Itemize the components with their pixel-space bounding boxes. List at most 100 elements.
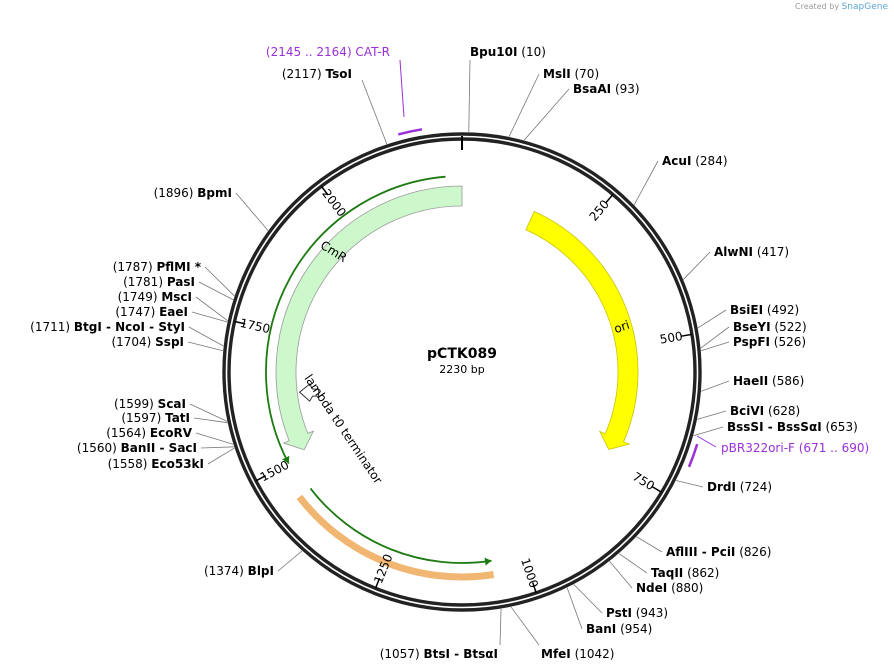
site-position: (1057)	[380, 647, 424, 661]
site-blpi[interactable]: (1374) BlpI	[204, 550, 303, 578]
site-leader	[361, 79, 388, 145]
credit-prefix: Created by	[795, 2, 840, 11]
feature-label-lambda-t0-terminator: lambda t0 terminator	[302, 372, 386, 487]
feature-ori[interactable]	[525, 210, 639, 451]
site-pflmi-[interactable]: (1787) PflMI *	[113, 260, 235, 297]
site-position: (880)	[667, 581, 703, 595]
site-taqii[interactable]: TaqII (862)	[618, 553, 719, 580]
site-eco53ki[interactable]: (1558) Eco53kI	[108, 447, 235, 471]
site-name: AcuI	[662, 154, 691, 168]
site-label: BsiEI (492)	[730, 303, 799, 317]
site-tati[interactable]: (1597) TatI	[121, 411, 228, 425]
site-label: (1781) PasI	[123, 275, 195, 289]
site-pspfi[interactable]: PspFI (526)	[700, 335, 806, 352]
site-name: PspFI	[733, 335, 770, 349]
site-label: BciVI (628)	[730, 404, 800, 418]
site-label: (1599) ScaI	[114, 397, 186, 411]
plasmid-name: pCTK089	[427, 346, 497, 362]
site-haeii[interactable]: HaeII (586)	[701, 374, 804, 392]
site-label: TaqII (862)	[651, 566, 719, 580]
site-position: (724)	[736, 480, 772, 494]
orf-1[interactable]	[265, 175, 446, 465]
site-name: Bpu10I	[470, 45, 517, 59]
site-bsiei[interactable]: BsiEI (492)	[697, 303, 799, 329]
site-btsi-bts-i[interactable]: (1057) BtsI - BtsαI	[380, 608, 502, 661]
site-bpu10i[interactable]: Bpu10I (10)	[468, 45, 546, 133]
tick-250	[605, 193, 614, 204]
site-ecorv[interactable]: (1564) EcoRV	[106, 426, 234, 445]
site-name: BseYI	[733, 320, 771, 334]
site-name: AflIII - PciI	[666, 545, 735, 559]
site-drdi[interactable]: DrdI (724)	[675, 480, 772, 494]
snapgene-logo: SnapGene	[841, 2, 888, 12]
site-bcivi[interactable]: BciVI (628)	[697, 404, 800, 420]
site-name: BpmI	[197, 186, 232, 200]
site-banii-saci[interactable]: (1560) BanII - SacI	[77, 441, 234, 455]
orf-arrowhead-0	[484, 557, 492, 566]
primer-pbr322ori-f[interactable]: pBR322ori-F (671 .. 690)	[687, 435, 869, 468]
site-pasi[interactable]: (1781) PasI	[123, 275, 234, 301]
site-name: Eco53kI	[151, 457, 204, 471]
site-msli[interactable]: MslI (70)	[508, 67, 599, 137]
site-eaei[interactable]: (1747) EaeI	[115, 305, 228, 323]
primer-cat-r[interactable]: (2145 .. 2164) CAT-R	[266, 45, 423, 136]
site-position: (1374)	[204, 564, 248, 578]
site-position: (526)	[770, 335, 806, 349]
site-position: (862)	[683, 566, 719, 580]
site-leader	[204, 266, 235, 297]
site-scai[interactable]: (1599) ScaI	[114, 397, 228, 422]
map-center: pCTK089 2230 bp	[427, 346, 497, 376]
site-mfei[interactable]: MfeI (1042)	[510, 606, 614, 661]
site-leader	[508, 73, 540, 137]
site-leader	[523, 88, 570, 141]
site-leader	[193, 417, 228, 424]
site-ndei[interactable]: NdeI (880)	[609, 561, 704, 595]
primer-label: (2145 .. 2164) CAT-R	[266, 45, 390, 59]
site-label: (1711) BtgI - NcoI - StyI	[30, 320, 185, 334]
site-tsoi[interactable]: (2117) TsoI	[282, 67, 388, 145]
site-bsssi-bsss-i[interactable]: BssSI - BssSαI (653)	[693, 420, 858, 437]
site-leader	[618, 553, 648, 574]
site-position: (1781)	[123, 275, 167, 289]
site-afliii-pcii[interactable]: AflIII - PciI (826)	[636, 536, 772, 559]
primer-mark	[687, 443, 699, 468]
orf-0[interactable]	[309, 487, 492, 564]
site-leader	[195, 432, 234, 445]
site-position: (1564)	[106, 426, 150, 440]
site-position: (954)	[616, 622, 652, 636]
site-msci[interactable]: (1749) MscI	[118, 290, 228, 321]
feature-cmr[interactable]	[275, 185, 463, 451]
site-acui[interactable]: AcuI (284)	[633, 154, 728, 206]
site-leader	[195, 296, 228, 321]
site-sspi[interactable]: (1704) SspI	[111, 335, 224, 352]
site-position: (492)	[763, 303, 799, 317]
site-position: (1558)	[108, 457, 152, 471]
tick-1000	[531, 582, 537, 594]
site-leader	[700, 326, 730, 349]
site-label: AcuI (284)	[662, 154, 728, 168]
site-position: (653)	[822, 420, 858, 434]
site-name: PasI	[167, 275, 195, 289]
site-alwni[interactable]: AlwNI (417)	[683, 245, 789, 280]
tick-1500	[255, 475, 267, 482]
site-position: (522)	[771, 320, 807, 334]
site-btgi-ncoi-styi[interactable]: (1711) BtgI - NcoI - StyI	[30, 320, 224, 347]
terminator-icon[interactable]	[298, 383, 320, 402]
site-position: (284)	[691, 154, 727, 168]
tick-label-1500: 1500	[258, 458, 292, 485]
site-label: PspFI (526)	[733, 335, 806, 349]
site-position: (70)	[571, 67, 599, 81]
site-bpmi[interactable]: (1896) BpmI	[154, 186, 269, 231]
site-psti[interactable]: PstI (943)	[573, 584, 668, 620]
orf-band-orange	[296, 494, 495, 581]
site-bani[interactable]: BanI (954)	[566, 587, 652, 636]
site-bseyi[interactable]: BseYI (522)	[700, 320, 807, 349]
site-leader	[609, 561, 633, 589]
primers[interactable]: (2145 .. 2164) CAT-R pBR322ori-F (671 .. …	[266, 45, 869, 468]
site-position: (10)	[517, 45, 545, 59]
primer-mark	[397, 128, 423, 136]
restriction-sites[interactable]: Bpu10I (10)MslI (70)BsaAI (93)AcuI (284)…	[30, 45, 858, 661]
site-label: (2117) TsoI	[282, 67, 352, 81]
site-bsaai[interactable]: BsaAI (93)	[523, 82, 640, 141]
